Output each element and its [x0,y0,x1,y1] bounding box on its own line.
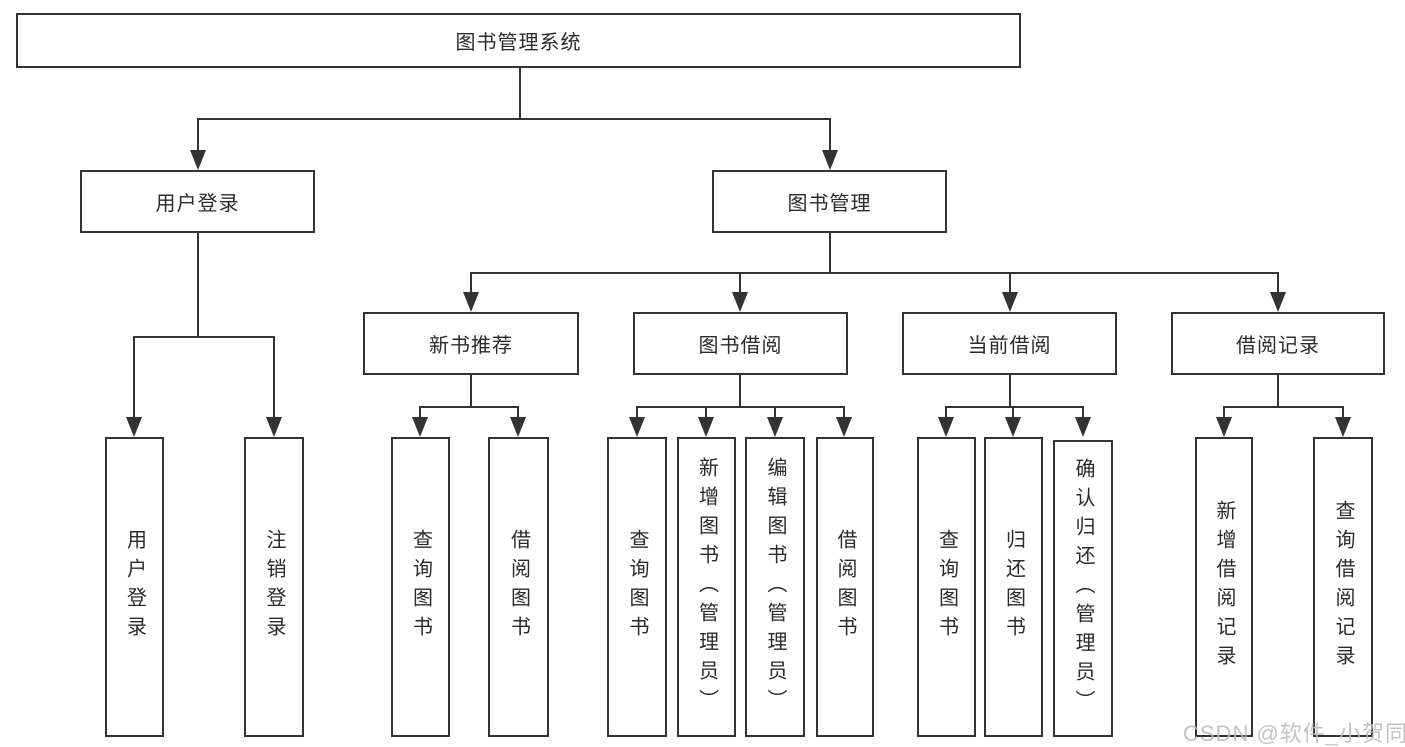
arrowhead-down-icon [698,417,714,437]
connector-shaft [829,118,831,152]
node-label: 查询借阅记录 [1332,500,1354,674]
node-borrow-books-recommend: 借阅图书 [488,437,549,737]
connector-book-mgmt-stub [829,233,831,274]
connector-shaft [1277,272,1279,296]
arrowhead-down-icon [822,150,838,170]
arrowhead-down-icon [1002,292,1018,312]
node-borrow-books: 借阅图书 [816,437,874,737]
connector-shaft [774,406,776,420]
node-add-borrow-record: 新增借阅记录 [1195,437,1253,737]
connector-shaft [945,406,947,420]
node-label: 新增借阅记录 [1213,500,1235,674]
connector-shaft [1223,406,1225,420]
csdn-watermark: CSDN @软件_小贺同学 [1183,721,1405,746]
connector-rail [1223,406,1344,408]
connector-shaft [1342,406,1344,420]
connector-stub [470,375,472,407]
node-query-books-current: 查询图书 [917,437,976,737]
node-label: 用户登录 [123,529,146,645]
connector-root-stub [519,68,521,119]
arrowhead-down-icon [836,417,852,437]
connector-shaft [133,336,135,420]
node-query-books-borrowing: 查询图书 [607,437,667,737]
connector-shaft [636,406,638,420]
arrowhead-down-icon [1335,417,1351,437]
arrowhead-down-icon [463,292,479,312]
node-label: 查询图书 [409,529,432,645]
connector-shaft [1009,272,1011,296]
connector-shaft [739,272,741,296]
arrowhead-down-icon [1216,417,1232,437]
connector-rail [419,406,519,408]
node-label: 查询图书 [626,529,648,645]
arrowhead-down-icon [190,150,206,170]
node-confirm-return-admin: 确认归还（管理员） [1053,440,1113,737]
node-borrowing-records: 借阅记录 [1171,312,1385,375]
node-label: 用户登录 [155,193,240,215]
node-query-books-recommend: 查询图书 [391,437,450,737]
connector-shaft [273,336,275,420]
arrowhead-down-icon [1005,417,1021,437]
arrowhead-down-icon [412,417,428,437]
node-add-books-admin: 新增图书（管理员） [677,437,736,737]
node-label: 归还图书 [1002,529,1025,645]
node-book-borrowing: 图书借阅 [633,312,848,375]
connector-shaft [517,406,519,420]
arrowhead-down-icon [1270,292,1286,312]
arrowhead-down-icon [767,417,783,437]
node-return-books: 归还图书 [984,437,1043,737]
connector-shaft [419,406,421,420]
node-label: 确认归还（管理员） [1072,458,1094,719]
arrowhead-down-icon [266,417,282,437]
connector-stub [1009,375,1011,407]
connector-shaft [470,272,472,296]
node-label: 当前借阅 [967,335,1052,357]
node-label: 图书管理 [787,193,872,215]
connector-rail [636,406,845,408]
node-label: 新书推荐 [429,335,513,357]
connector-level2-rail [197,118,831,120]
connector-shaft [705,406,707,420]
node-user-login: 用户登录 [105,437,164,737]
connector-shaft [1012,406,1014,420]
connector-shaft [1082,406,1084,420]
arrowhead-down-icon [732,292,748,312]
node-edit-books-admin: 编辑图书（管理员） [745,437,805,737]
node-label: 新增图书（管理员） [695,456,718,718]
connector-shaft [843,406,845,420]
connector-rail [945,406,1084,408]
node-logout: 注销登录 [244,437,304,737]
node-user-login-module: 用户登录 [80,170,315,233]
connector-level3-rail [470,272,1278,274]
node-label: 借阅记录 [1236,335,1320,357]
node-label: 编辑图书（管理员） [764,456,786,718]
node-book-management-module: 图书管理 [712,170,947,233]
node-label: 注销登录 [263,529,285,645]
connector-user-login-stub [197,233,199,337]
connector-stub [1277,375,1279,407]
arrowhead-down-icon [126,417,142,437]
node-label: 查询图书 [935,529,958,645]
arrowhead-down-icon [938,417,954,437]
node-label: 借阅图书 [834,529,856,645]
arrowhead-down-icon [629,417,645,437]
connector-user-login-rail [133,336,275,338]
node-label: 图书管理系统 [455,32,582,54]
node-label: 图书借阅 [698,335,783,357]
node-library-management-system: 图书管理系统 [16,13,1021,68]
node-label: 借阅图书 [507,529,530,645]
arrowhead-down-icon [510,417,526,437]
arrowhead-down-icon [1075,417,1091,437]
connector-stub [739,375,741,407]
node-new-book-recommendation: 新书推荐 [363,312,579,375]
connector-shaft [197,118,199,152]
node-query-borrow-record: 查询借阅记录 [1313,437,1373,737]
node-current-borrowing: 当前借阅 [902,312,1117,375]
